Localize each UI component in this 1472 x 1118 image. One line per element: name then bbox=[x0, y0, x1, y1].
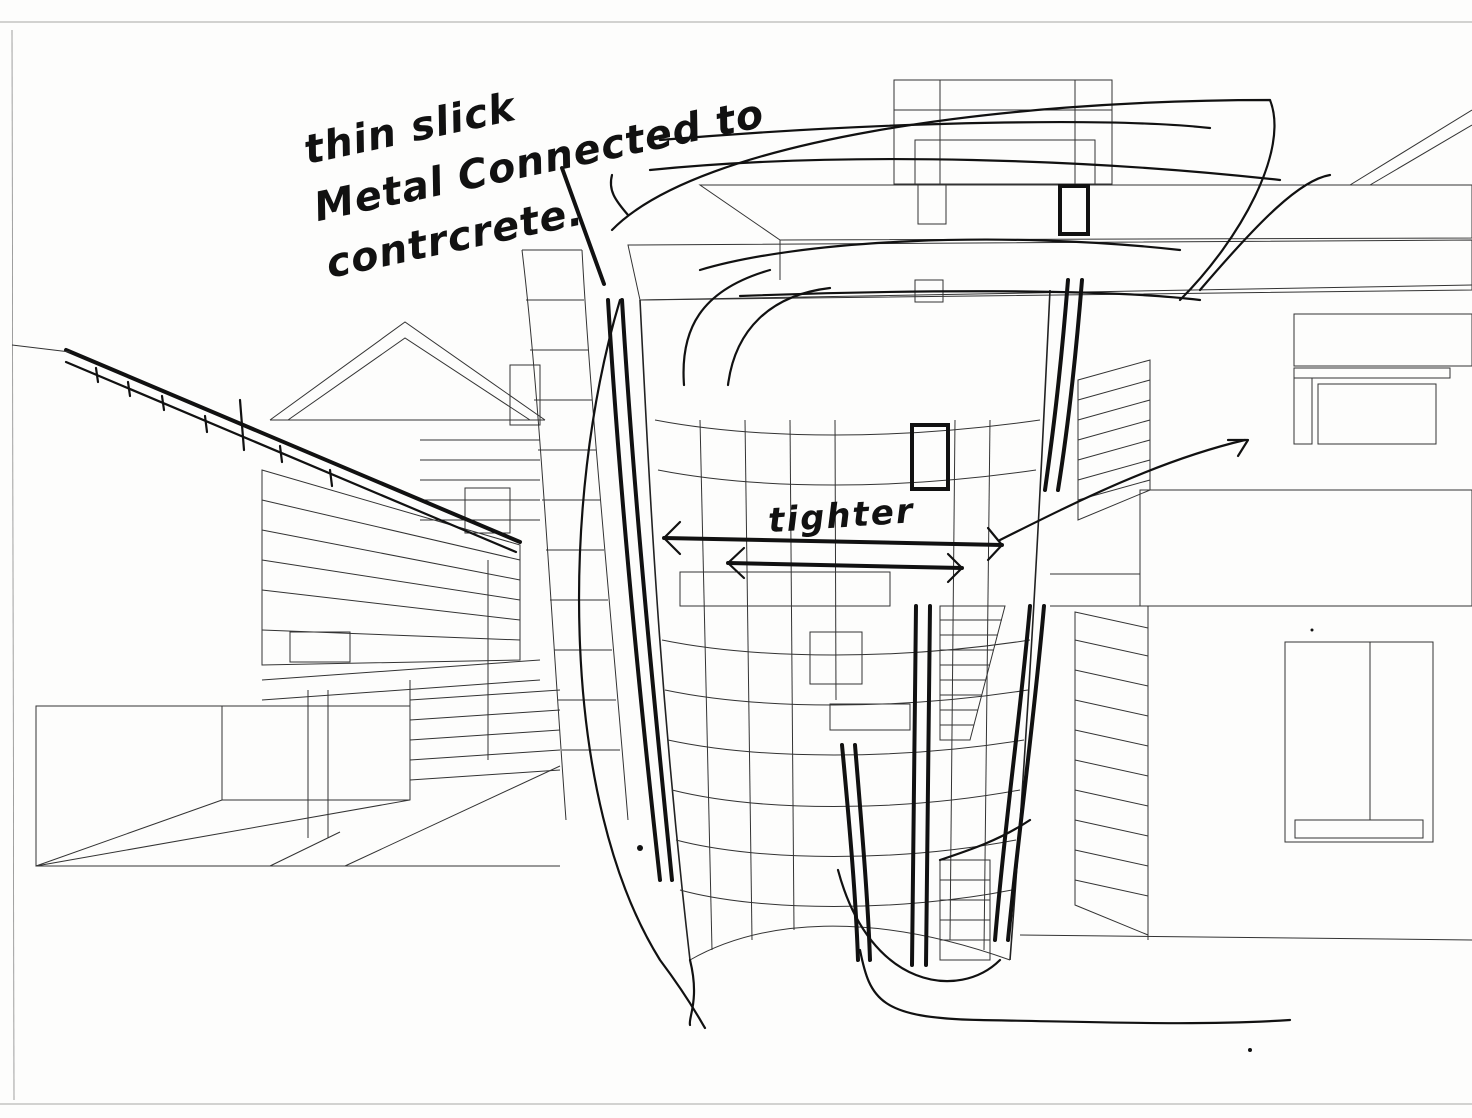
note-tighter: tighter bbox=[767, 491, 916, 541]
sketch-curves bbox=[577, 98, 1332, 1030]
sloped-roof-beam bbox=[11, 344, 522, 554]
right-siding bbox=[1074, 359, 1151, 936]
left-house bbox=[269, 321, 546, 534]
note-leader-line bbox=[560, 166, 606, 286]
right-building bbox=[1019, 313, 1472, 941]
left-ladder-frame bbox=[521, 249, 629, 821]
roof-deck bbox=[627, 79, 1472, 303]
ink-marks bbox=[637, 628, 1314, 1052]
paper-edges bbox=[0, 21, 1472, 1105]
left-platform bbox=[35, 690, 561, 867]
tighter-dimension bbox=[662, 520, 1004, 584]
left-siding bbox=[261, 469, 561, 800]
handwritten-note-middle: tighter bbox=[767, 491, 916, 541]
metal-columns bbox=[606, 184, 1090, 967]
central-stair bbox=[939, 605, 1006, 961]
